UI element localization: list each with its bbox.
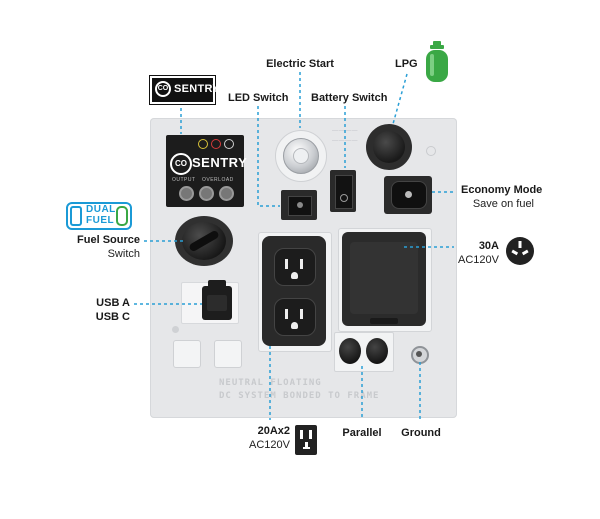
fuel-source-switch[interactable]	[182, 222, 226, 260]
panel-screw	[172, 326, 179, 333]
label-ground: Ground	[401, 427, 441, 439]
dual-fuel-icon: DUAL FUEL	[66, 200, 132, 232]
co-sentry-module: CO SENTRY OUTPUT OVERLOAD	[166, 135, 247, 207]
label-fuel-source: Fuel Source	[77, 234, 140, 246]
label-economy-mode: Economy Mode	[461, 184, 543, 196]
duplex-outlet-20a[interactable]	[262, 236, 326, 346]
dual-fuel-fuel-text: FUEL	[86, 215, 115, 226]
label-economy-sub: Save on fuel	[472, 198, 534, 210]
ground-terminal-center	[416, 351, 422, 357]
usb-port-cover[interactable]	[202, 280, 232, 320]
label-lpg: LPG	[395, 58, 418, 70]
outlet-slot	[300, 259, 303, 269]
lpg-tank-icon	[425, 40, 449, 84]
dual-fuel-dual-text: DUAL	[86, 204, 116, 215]
co-indicator-lights	[198, 139, 238, 149]
economy-switch-indicator	[405, 191, 412, 198]
label-led-switch: LED Switch	[228, 92, 289, 104]
usb-cover-slot	[207, 295, 227, 311]
label-electric-start: Electric Start	[266, 58, 334, 70]
label-twenty-amp-sub: AC120V	[249, 439, 290, 451]
indicator-light	[224, 139, 234, 149]
label-twenty-amp: 20Ax2	[257, 425, 290, 437]
outlet-ground-hole	[291, 322, 298, 329]
mini-output-label: OUTPUT	[172, 177, 196, 183]
reset-button[interactable]	[214, 340, 242, 368]
label-usb-a: USB A	[96, 297, 130, 309]
outlet-slot	[300, 309, 303, 319]
parallel-port[interactable]	[339, 338, 361, 364]
start-button-center	[293, 148, 309, 164]
outlet-ground-hole	[291, 272, 298, 279]
battery-switch-indicator	[340, 194, 348, 202]
co-logo-circle: CO	[155, 81, 171, 97]
indicator-light	[219, 186, 234, 201]
indicator-light	[199, 186, 214, 201]
twenty-amp-outlet-icon	[295, 425, 317, 455]
callout-line-led-switch	[257, 106, 280, 207]
rv-outlet-cover-inset	[350, 242, 418, 314]
stencil-line-2: DC SYSTEM BONDED TO FRAME	[219, 391, 380, 401]
mini-overload-label: OVERLOAD	[202, 177, 234, 183]
indicator-light	[211, 139, 221, 149]
label-thirty-amp-sub: AC120V	[458, 254, 499, 266]
outlet-slot	[285, 309, 288, 319]
led-switch-indicator	[297, 202, 303, 208]
co-badge: CO	[170, 153, 192, 175]
indicator-light	[179, 186, 194, 201]
sentry-wordmark: SENTRY	[192, 155, 248, 170]
label-usb-c: USB C	[95, 311, 130, 323]
parallel-port[interactable]	[366, 338, 388, 364]
label-battery-switch: Battery Switch	[311, 92, 388, 104]
rv-outlet-cover-latch	[370, 318, 398, 324]
label-parallel: Parallel	[342, 427, 382, 439]
outlet-receptacle[interactable]	[274, 248, 316, 286]
co-sentry-module-logo: CO SENTRY	[170, 152, 247, 175]
indicator-light	[198, 139, 208, 149]
outlet-slot	[285, 259, 288, 269]
thirty-amp-plug-icon	[505, 236, 535, 266]
panel-fine-print: ————	[332, 138, 358, 144]
led-switch[interactable]	[288, 196, 312, 216]
label-thirty-amp: 30A	[478, 240, 499, 252]
lpg-port[interactable]	[373, 131, 405, 163]
battery-switch[interactable]	[335, 175, 353, 209]
reset-button[interactable]	[173, 340, 201, 368]
outlet-receptacle[interactable]	[274, 298, 316, 336]
label-fuel-source-sub: Switch	[107, 248, 140, 260]
callout-line-lpg	[392, 73, 408, 125]
sentry-logo-text: SENTRY	[174, 83, 221, 95]
lpg-port-indicator	[426, 146, 436, 156]
co-sentry-logo: CO SENTRY	[150, 76, 220, 104]
economy-mode-switch[interactable]	[391, 181, 427, 209]
usb-cover-tab	[208, 280, 226, 288]
